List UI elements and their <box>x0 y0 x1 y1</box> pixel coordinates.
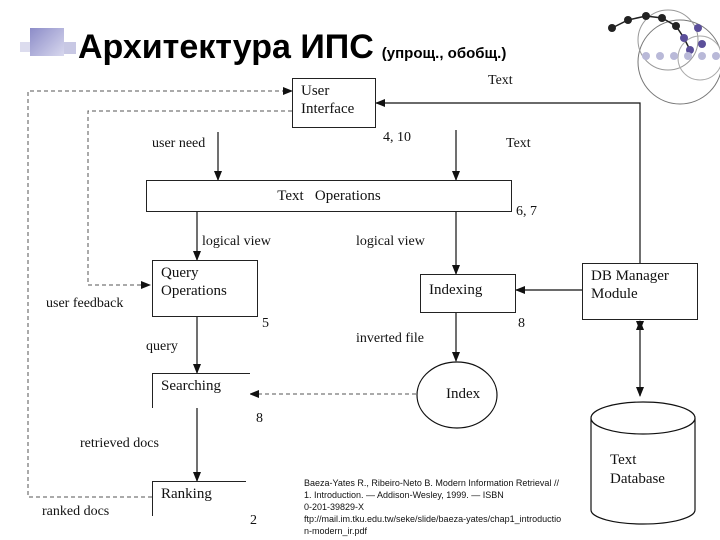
query-operations-label-line2: Operations <box>161 283 227 299</box>
ranking-box: Ranking <box>152 481 246 516</box>
edge-label-ranked-docs: ranked docs <box>42 504 110 519</box>
text-database-label-line2: Database <box>610 471 665 487</box>
db-manager-label-line2: Module <box>591 286 638 302</box>
text-operations-label: Text Operations <box>277 188 381 204</box>
reference-line: 0-201-39829-X <box>304 502 365 512</box>
db-manager-label-line1: DB Manager <box>591 268 669 284</box>
text-operations-box: Text Operations <box>146 180 512 212</box>
ranking-label: Ranking <box>161 486 212 502</box>
edge-label-text-right: Text <box>506 136 531 151</box>
title-decoration-square-small <box>20 42 30 52</box>
edge-label-query: query <box>146 339 178 354</box>
reference-url-line[interactable]: n-modern_ir.pdf <box>304 526 368 536</box>
user-interface-box: User Interface <box>292 78 376 128</box>
query-operations-label-line1: Query <box>161 265 199 281</box>
reference-url-line[interactable]: ftp://mail.im.tku.edu.tw/seke/slide/baez… <box>304 514 562 524</box>
searching-box: Searching <box>152 373 250 408</box>
edge-label-logical-view-right: logical view <box>356 234 425 249</box>
title-decoration-square-large <box>30 28 64 56</box>
number-text-ops: 6, 7 <box>516 204 537 219</box>
reference-line: Baeza-Yates R., Ribeiro-Neto B. Modern I… <box>304 478 559 488</box>
reference-citation: Baeza-Yates R., Ribeiro-Neto B. Modern I… <box>304 477 576 537</box>
number-ui: 4, 10 <box>383 130 411 145</box>
indexing-label: Indexing <box>429 282 483 298</box>
user-interface-label-line2: Interface <box>301 101 355 117</box>
slide-title: Архитектура ИПС(упрощ., обобщ.) <box>78 28 507 66</box>
title-decoration-square-small <box>64 42 76 54</box>
number-searching: 8 <box>256 411 263 426</box>
edge-label-retrieved-docs: retrieved docs <box>80 436 159 451</box>
text-database-label-line1: Text <box>610 452 637 468</box>
edge-label-text-top: Text <box>488 73 513 88</box>
edge-label-logical-view-left: logical view <box>202 234 271 249</box>
user-interface-label-line1: User <box>301 83 330 99</box>
edge-label-user-need: user need <box>152 136 206 151</box>
db-manager-box: DB Manager Module <box>582 263 698 320</box>
index-label: Index <box>446 386 481 402</box>
indexing-box: Indexing <box>420 274 516 313</box>
number-indexing: 8 <box>518 316 525 331</box>
edge-label-user-feedback: user feedback <box>46 296 124 311</box>
query-operations-box: Query Operations <box>152 260 258 317</box>
slide-subtitle: (упрощ., обобщ.) <box>381 45 507 62</box>
number-ranking: 2 <box>250 513 257 528</box>
number-query-ops: 5 <box>262 316 269 331</box>
edge-label-inverted-file: inverted file <box>356 331 425 346</box>
searching-label: Searching <box>161 378 221 394</box>
reference-line: 1. Introduction. — Addison-Wesley, 1999.… <box>304 490 504 500</box>
